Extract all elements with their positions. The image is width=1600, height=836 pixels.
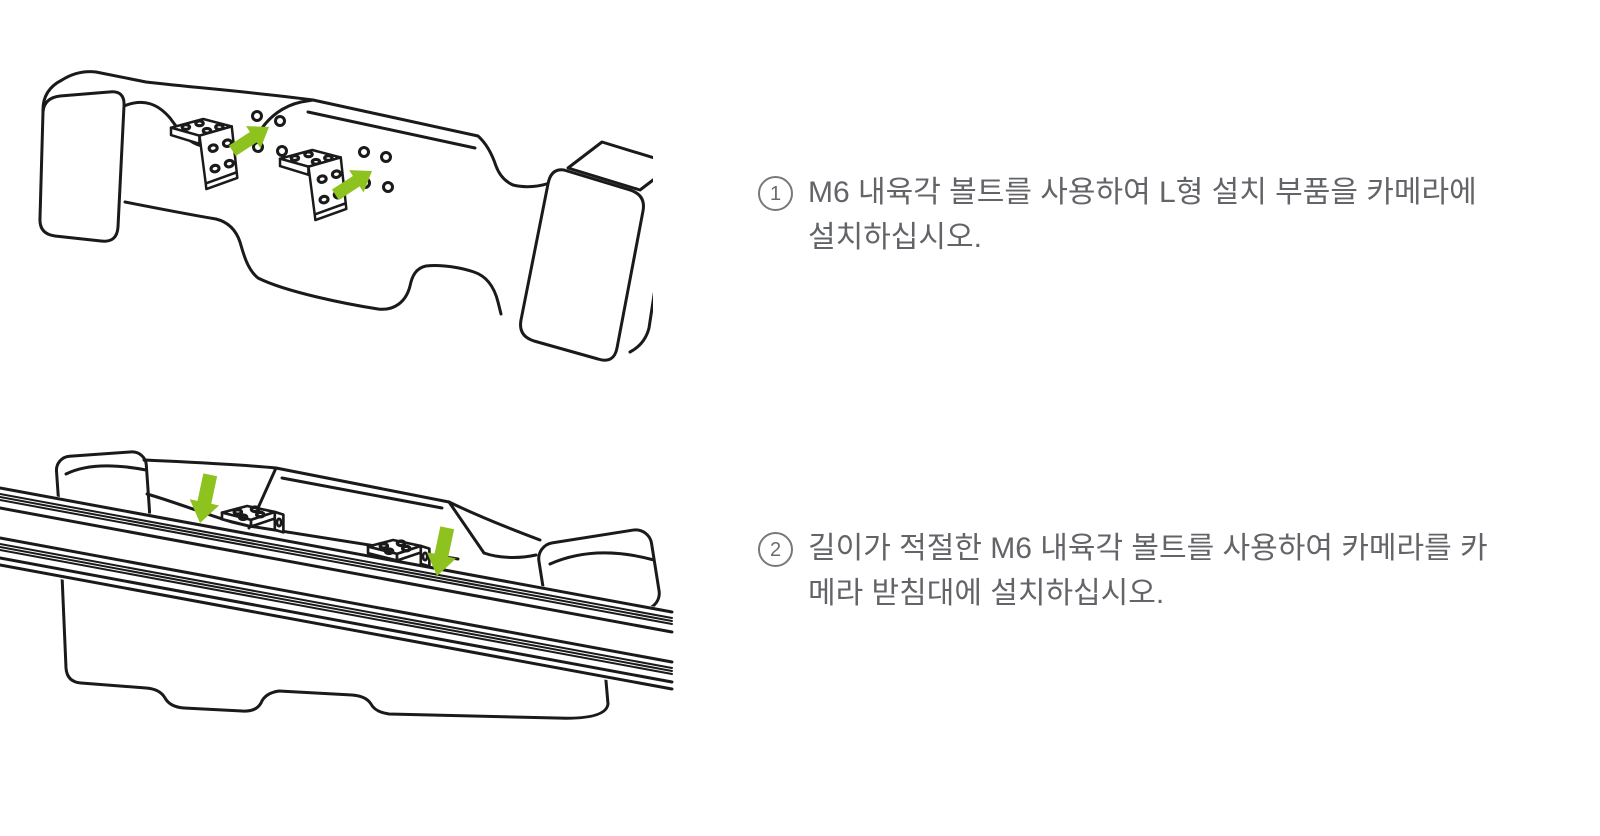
l-bracket bbox=[278, 148, 348, 222]
step-number-badge: 2 bbox=[758, 532, 793, 567]
step-text: 길이가 적절한 M6 내육각 볼트를 사용하여 카메라를 카 메라 받침대에 설… bbox=[808, 526, 1488, 616]
l-bracket bbox=[169, 117, 239, 191]
step-text: M6 내육각 볼트를 사용하여 L형 설치 부품을 카메라에 설치하십시오. bbox=[808, 170, 1477, 260]
l-bracket bbox=[220, 504, 286, 535]
step-text-line: M6 내육각 볼트를 사용하여 L형 설치 부품을 카메라에 bbox=[808, 176, 1477, 209]
step-number-badge: 1 bbox=[758, 176, 793, 211]
camera-body-outline bbox=[38, 70, 653, 362]
camera-rail-illustration bbox=[0, 426, 690, 726]
step-text-line: 설치하십시오. bbox=[808, 221, 982, 254]
step-number: 2 bbox=[769, 538, 782, 561]
step-text-line: 메라 받침대에 설치하십시오. bbox=[808, 577, 1165, 610]
camera-bracket-illustration bbox=[28, 42, 653, 377]
camera-support-rail bbox=[0, 486, 674, 692]
mounting-holes bbox=[251, 110, 394, 193]
instruction-step-1: 1 M6 내육각 볼트를 사용하여 L형 설치 부품을 카메라에 설치하십시오. bbox=[758, 170, 1558, 260]
step-number: 1 bbox=[769, 182, 782, 205]
instruction-step-2: 2 길이가 적절한 M6 내육각 볼트를 사용하여 카메라를 카 메라 받침대에… bbox=[758, 526, 1578, 616]
step-text-line: 길이가 적절한 M6 내육각 볼트를 사용하여 카메라를 카 bbox=[808, 532, 1488, 565]
